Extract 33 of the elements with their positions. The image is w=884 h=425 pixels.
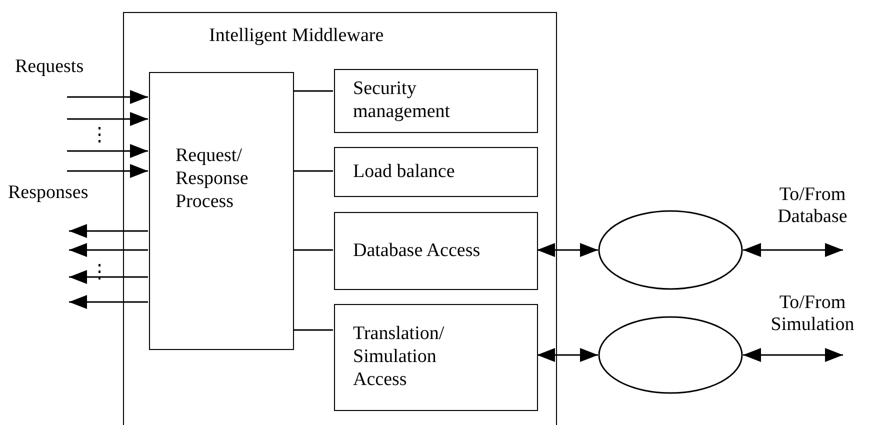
box-label: Translation/ Simulation Access [353,323,446,392]
module-box [334,304,538,411]
port-label: To/From Database [776,184,848,228]
middleware-container [123,12,557,425]
box-label: Security management [353,78,452,124]
connector-line [293,249,333,251]
arrow [537,243,598,257]
arrow [67,144,148,158]
arrow [69,295,148,309]
arrow [69,270,148,284]
arrow [67,164,148,178]
box-label: Request/ Response Process [176,145,250,214]
process-box [149,72,294,350]
module-box [334,69,538,133]
requests-label: Requests [15,56,84,78]
container-title: Intelligent Middleware [209,25,384,47]
arrow [69,224,148,238]
module-box [334,147,538,197]
arrow [69,243,148,257]
arrow [67,90,148,104]
arrow [67,112,148,126]
connector-line [293,170,333,172]
arrow [743,243,843,257]
box-label: Load balance [353,160,455,184]
port-label: To/From Simulation [770,292,856,336]
ellipsis: ⋮ [90,125,109,147]
responses-label: Responses [8,182,88,204]
module-box [334,212,538,290]
connector-line [293,90,333,92]
connector-line [293,329,333,331]
box-label: Database Access [353,240,480,262]
arrow [743,348,843,362]
arrow [537,348,598,362]
